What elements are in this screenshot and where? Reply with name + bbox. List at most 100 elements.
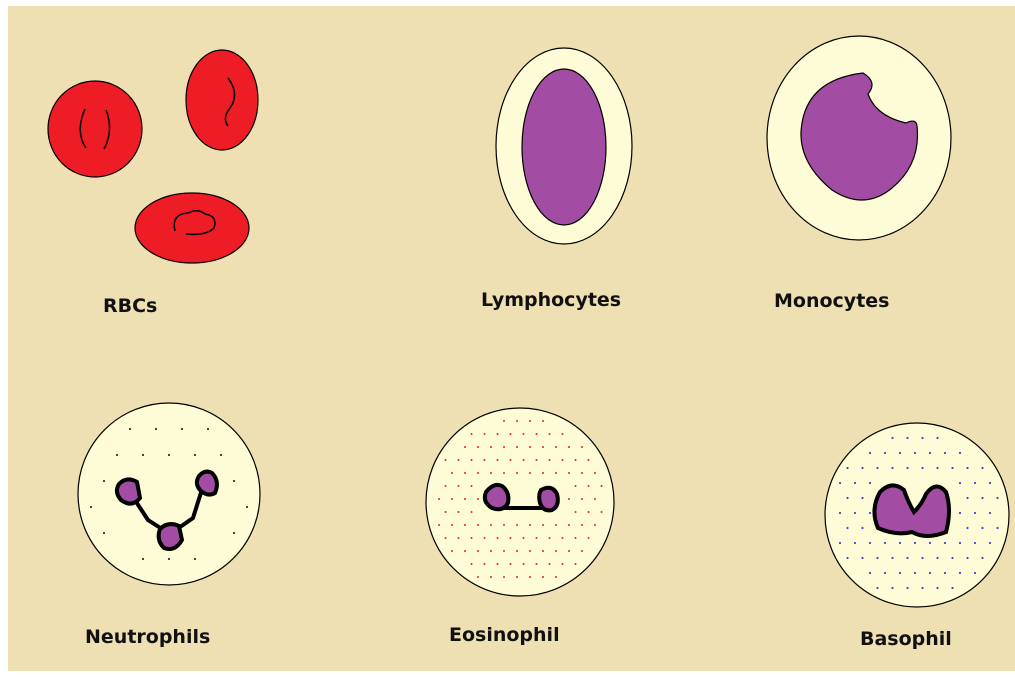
baso-dots-dot-7 (914, 452, 916, 454)
eosino-dots-dot-92 (477, 550, 479, 552)
baso-dots-dot-11 (846, 467, 848, 469)
eosino-dots-dot-29 (536, 459, 538, 461)
eosino-dots-dot-20 (568, 446, 570, 448)
neutro-dots-dot-11 (90, 506, 92, 508)
eosino-dots-dot-27 (510, 459, 512, 461)
eosino-dots-dot-64 (601, 511, 603, 513)
eosino-dots-dot-66 (451, 524, 453, 526)
baso-dots-dot-67 (914, 572, 916, 574)
baso-dots-dot-0 (891, 437, 893, 439)
eosino-dots-dot-96 (529, 550, 531, 552)
eosino-dots-dot-109 (575, 563, 577, 565)
eosino-dots-dot-4 (471, 433, 473, 435)
baso-dots-dot-43 (839, 542, 841, 544)
eosino-dots-dot-18 (542, 446, 544, 448)
eosino-dots-dot-107 (549, 563, 551, 565)
eosino-dots-dot-103 (497, 563, 499, 565)
rbc-cell-2 (186, 50, 258, 150)
baso-dots-dot-58 (906, 557, 908, 559)
baso-dots-dot-72 (876, 587, 878, 589)
eosino-dots-dot-5 (484, 433, 486, 435)
baso-dots-dot-55 (861, 557, 863, 559)
neutro-dots-dot-4 (116, 454, 118, 456)
eosino-dots-dot-40 (529, 472, 531, 474)
neutrophil-cytoplasm (78, 403, 260, 585)
baso-dots-dot-42 (996, 527, 998, 529)
eosino-dots-dot-0 (503, 420, 505, 422)
eosino-dots-dot-2 (529, 420, 531, 422)
baso-dots-dot-18 (951, 467, 953, 469)
eosino-dots-dot-51 (601, 485, 603, 487)
baso-dots-dot-51 (959, 542, 961, 544)
baso-dots-dot-49 (929, 542, 931, 544)
eosino-dots-dot-99 (568, 550, 570, 552)
baso-dots-dot-10 (959, 452, 961, 454)
lymphocyte-cell (496, 48, 632, 244)
eosino-dots-dot-113 (516, 576, 518, 578)
eosino-dots-dot-19 (555, 446, 557, 448)
eosino-dots-dot-32 (575, 459, 577, 461)
eosino-dots-dot-74 (555, 524, 557, 526)
eosino-dots-dot-10 (549, 433, 551, 435)
eosino-dots-dot-46 (445, 485, 447, 487)
neutro-dots-dot-7 (194, 454, 196, 456)
baso-dots-dot-44 (854, 542, 856, 544)
eosino-dots-dot-11 (562, 433, 564, 435)
eosino-dots-dot-68 (477, 524, 479, 526)
neutro-dots-dot-0 (129, 428, 131, 430)
label-basophil: Basophil (860, 628, 952, 650)
baso-dots-dot-3 (936, 437, 938, 439)
baso-dots-dot-50 (944, 542, 946, 544)
neutro-dots-dot-14 (233, 532, 235, 534)
baso-dots-dot-13 (876, 467, 878, 469)
eosino-dots-dot-21 (581, 446, 583, 448)
baso-dots-dot-63 (981, 557, 983, 559)
diagram-drawing (8, 6, 1015, 671)
eosino-dots-dot-81 (484, 537, 486, 539)
eosino-dots-dot-14 (490, 446, 492, 448)
eosino-dots-dot-89 (588, 537, 590, 539)
eosino-dots-dot-116 (555, 576, 557, 578)
eosino-dots-dot-86 (549, 537, 551, 539)
eosino-dots-dot-79 (458, 537, 460, 539)
baso-dots-dot-1 (906, 437, 908, 439)
eosino-dots-dot-48 (471, 485, 473, 487)
neutro-dots-dot-6 (168, 454, 170, 456)
eosino-dots-dot-43 (568, 472, 570, 474)
label-monocytes: Monocytes (774, 290, 889, 312)
baso-dots-dot-24 (959, 482, 961, 484)
eosino-dots-dot-87 (562, 537, 564, 539)
neutro-dots-dot-2 (181, 428, 183, 430)
baso-dots-dot-59 (921, 557, 923, 559)
eosinophil-cell (426, 408, 614, 596)
eosino-dots-dot-33 (588, 459, 590, 461)
baso-dots-dot-73 (891, 587, 893, 589)
rbc-cell-3 (135, 193, 249, 263)
baso-dots-dot-15 (906, 467, 908, 469)
baso-dots-dot-57 (891, 557, 893, 559)
eosino-dots-dot-100 (581, 550, 583, 552)
eosino-dots-dot-88 (575, 537, 577, 539)
baso-dots-dot-20 (981, 467, 983, 469)
eosino-dots-dot-16 (516, 446, 518, 448)
baso-dots-dot-32 (839, 512, 841, 514)
eosino-dots-dot-60 (458, 511, 460, 513)
baso-dots-dot-54 (846, 557, 848, 559)
baso-dots-dot-77 (951, 587, 953, 589)
neutrophil-nucleus-lobe-3 (197, 472, 217, 495)
baso-dots-dot-70 (959, 572, 961, 574)
baso-dots-dot-35 (959, 512, 961, 514)
blood-cell-diagram: RBCs Lymphocytes Monocytes Neutrophils E… (8, 6, 1015, 671)
eosino-dots-dot-111 (490, 576, 492, 578)
eosino-dots-dot-91 (464, 550, 466, 552)
neutro-dots-dot-1 (155, 428, 157, 430)
baso-dots-dot-62 (966, 557, 968, 559)
baso-dots-dot-69 (944, 572, 946, 574)
eosino-dots-dot-93 (490, 550, 492, 552)
eosino-dots-dot-90 (451, 550, 453, 552)
label-neutrophils: Neutrophils (85, 626, 210, 648)
neutro-dots-dot-15 (142, 558, 144, 560)
eosino-dots-dot-84 (523, 537, 525, 539)
eosino-dots-dot-115 (542, 576, 544, 578)
neutrophil-nucleus-lobe-2 (159, 524, 182, 549)
